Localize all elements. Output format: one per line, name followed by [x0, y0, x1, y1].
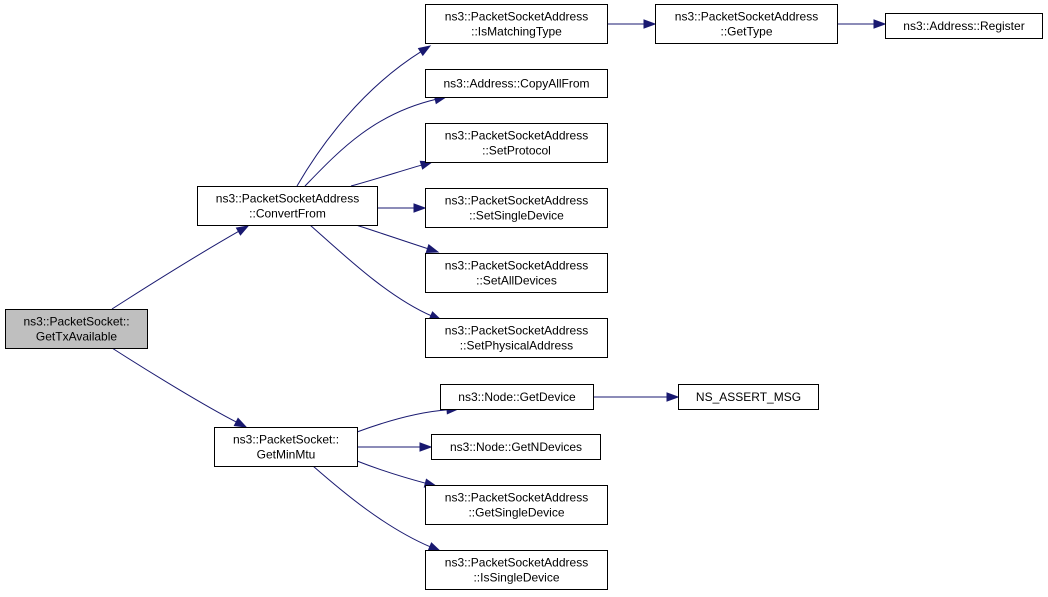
- node-setalldevices[interactable]: ns3::PacketSocketAddress::SetAllDevices: [425, 253, 608, 293]
- node-label-line: ns3::PacketSocketAddress: [216, 192, 359, 206]
- node-label-line: ns3::PacketSocket::: [233, 433, 339, 447]
- node-box[interactable]: [425, 550, 608, 590]
- node-label-line: ::SetProtocol: [482, 144, 551, 158]
- edge-convert-to-ismatching: [296, 45, 432, 187]
- node-box[interactable]: [440, 384, 594, 410]
- node-label-line: ns3::Address::Register: [903, 19, 1024, 33]
- edge-line: [355, 224, 429, 250]
- node-label-line: ns3::PacketSocketAddress: [445, 129, 588, 143]
- edge-getminmtu-to-getsingledevice: [356, 460, 438, 488]
- node-label-line: ::SetSingleDevice: [469, 209, 564, 223]
- node-assertmsg[interactable]: NS_ASSERT_MSG: [678, 384, 819, 410]
- node-copyallfrom[interactable]: ns3::Address::CopyAllFrom: [425, 69, 608, 98]
- node-setprotocol[interactable]: ns3::PacketSocketAddress::SetProtocol: [425, 123, 608, 163]
- node-issingledevice[interactable]: ns3::PacketSocketAddress::IsSingleDevice: [425, 550, 608, 590]
- edge-getdevice-to-assertmsg: [593, 392, 680, 402]
- node-box[interactable]: [5, 309, 148, 349]
- node-box[interactable]: [655, 4, 838, 44]
- node-setphysical[interactable]: ns3::PacketSocketAddress::SetPhysicalAdd…: [425, 318, 608, 358]
- node-label-line: ns3::Node::GetDevice: [458, 390, 576, 404]
- edge-arrowhead: [233, 417, 248, 428]
- node-box[interactable]: [431, 434, 601, 460]
- node-box[interactable]: [425, 318, 608, 358]
- node-box[interactable]: [425, 4, 608, 44]
- node-box[interactable]: [425, 69, 608, 98]
- node-label-line: ns3::PacketSocketAddress: [445, 556, 588, 570]
- edge-gettype-to-register: [837, 19, 887, 29]
- edge-arrowhead: [666, 392, 680, 402]
- node-setsingledevice[interactable]: ns3::PacketSocketAddress::SetSingleDevic…: [425, 188, 608, 228]
- node-label-line: ns3::PacketSocketAddress: [445, 259, 588, 273]
- node-getminmtu[interactable]: ns3::PacketSocket::GetMinMtu: [214, 427, 358, 467]
- edge-line: [356, 460, 427, 484]
- node-label-line: ::ConvertFrom: [249, 207, 326, 221]
- node-label-line: ::SetAllDevices: [476, 274, 557, 288]
- nodes-layer: ns3::PacketSocket::GetTxAvailablens3::Pa…: [5, 4, 1043, 590]
- edge-line: [356, 409, 449, 433]
- node-label-line: ns3::Node::GetNDevices: [450, 440, 582, 454]
- node-box[interactable]: [885, 13, 1043, 39]
- node-box[interactable]: [425, 485, 608, 525]
- node-box[interactable]: [197, 186, 378, 226]
- node-box[interactable]: [425, 253, 608, 293]
- node-label-line: ns3::PacketSocketAddress: [445, 324, 588, 338]
- edge-arrowhead: [643, 19, 657, 29]
- edge-getminmtu-to-issingledevice: [312, 465, 442, 552]
- node-getndevices[interactable]: ns3::Node::GetNDevices: [431, 434, 601, 460]
- node-box[interactable]: [425, 188, 608, 228]
- edge-getminmtu-to-getndevices: [357, 442, 433, 452]
- node-gettype[interactable]: ns3::PacketSocketAddress::GetType: [655, 4, 838, 44]
- node-label-line: GetMinMtu: [257, 448, 316, 462]
- edges-layer: [111, 19, 887, 552]
- edge-convert-to-setsingledevice: [376, 203, 427, 213]
- edge-root-to-convert: [111, 225, 250, 310]
- edge-line: [296, 50, 422, 187]
- node-ismatching[interactable]: ns3::PacketSocketAddress::IsMatchingType: [425, 4, 608, 44]
- node-label-line: ns3::PacketSocket::: [23, 315, 129, 329]
- node-label-line: ns3::Address::CopyAllFrom: [443, 77, 589, 91]
- edge-arrowhead: [413, 203, 427, 213]
- node-label-line: ns3::PacketSocketAddress: [445, 194, 588, 208]
- node-label-line: ::SetPhysicalAddress: [460, 339, 573, 353]
- edge-line: [304, 98, 437, 187]
- node-label-line: ::IsSingleDevice: [473, 571, 559, 585]
- node-label-line: ::GetSingleDevice: [468, 506, 564, 520]
- node-label-line: ::GetType: [720, 25, 772, 39]
- node-box[interactable]: [678, 384, 819, 410]
- edge-convert-to-setprotocol: [350, 160, 434, 187]
- node-label-line: ::IsMatchingType: [471, 25, 562, 39]
- edge-arrowhead: [417, 45, 432, 57]
- node-root[interactable]: ns3::PacketSocket::GetTxAvailable: [5, 309, 148, 349]
- node-label-line: ns3::PacketSocketAddress: [445, 10, 588, 24]
- edge-convert-to-copyallfrom: [304, 95, 448, 187]
- node-label-line: NS_ASSERT_MSG: [696, 390, 801, 404]
- edge-convert-to-setphysical: [309, 224, 443, 321]
- edge-line: [312, 465, 431, 548]
- node-label-line: GetTxAvailable: [36, 330, 117, 344]
- node-getdevice[interactable]: ns3::Node::GetDevice: [440, 384, 594, 410]
- edge-line: [350, 164, 423, 187]
- node-register[interactable]: ns3::Address::Register: [885, 13, 1043, 39]
- edge-convert-to-setalldevices: [355, 224, 440, 253]
- node-label-line: ns3::PacketSocketAddress: [445, 491, 588, 505]
- edge-root-to-getminmtu: [111, 347, 248, 428]
- edge-line: [111, 347, 238, 423]
- edge-ismatching-to-gettype: [607, 19, 657, 29]
- edge-arrowhead: [427, 542, 442, 552]
- edge-arrowhead: [873, 19, 887, 29]
- node-getsingledevice[interactable]: ns3::PacketSocketAddress::GetSingleDevic…: [425, 485, 608, 525]
- edge-arrowhead: [419, 442, 433, 452]
- edge-arrowhead: [235, 225, 250, 236]
- node-box[interactable]: [425, 123, 608, 163]
- edge-arrowhead: [425, 243, 440, 253]
- node-label-line: ns3::PacketSocketAddress: [675, 10, 818, 24]
- node-convert[interactable]: ns3::PacketSocketAddress::ConvertFrom: [197, 186, 378, 226]
- edge-line: [111, 230, 240, 310]
- edge-line: [309, 224, 433, 317]
- node-box[interactable]: [214, 427, 358, 467]
